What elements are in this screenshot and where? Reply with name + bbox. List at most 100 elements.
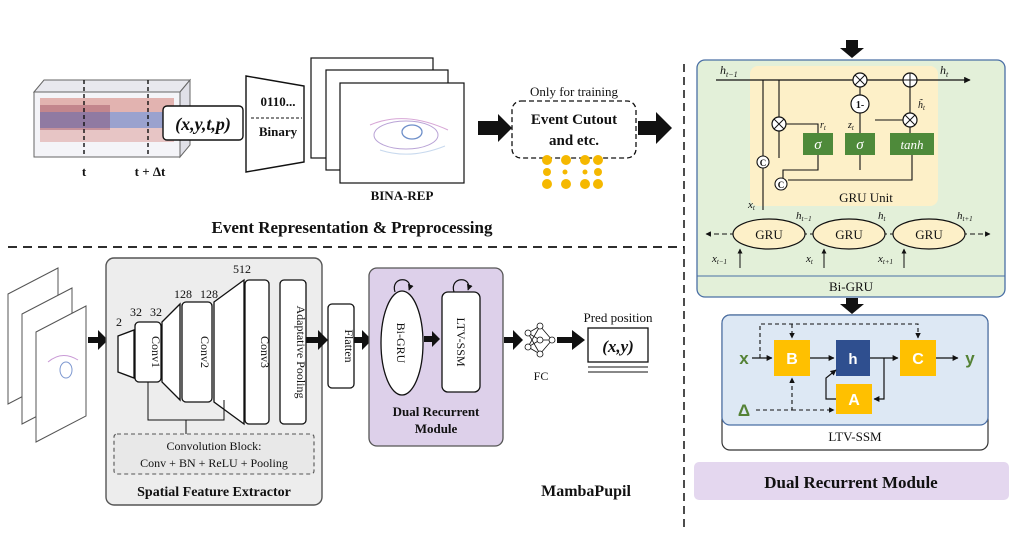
bigru-label: Bi-GRU	[394, 323, 408, 364]
gru-h-t: ht	[940, 63, 949, 79]
model-name: MambaPupil	[541, 483, 631, 500]
gru-h-tilde: h̃t	[918, 98, 926, 112]
sigma-gate-1	[803, 133, 833, 155]
bigru-h-1: ht−1	[796, 210, 812, 223]
cutout-box	[511, 100, 637, 159]
ssm-wiring	[752, 355, 959, 402]
gru-cell-2	[812, 218, 886, 250]
ltv-ssm-caption: LTV-SSM	[828, 429, 882, 444]
gru-unit-box	[750, 66, 938, 206]
concat-icon-2: C	[774, 177, 788, 191]
concat-icon-1: C	[756, 155, 770, 169]
cutout-line2: and etc.	[549, 133, 599, 149]
flatten-block	[327, 303, 355, 389]
cutout-line1: Event Cutout	[531, 112, 617, 128]
bigru-ellipse	[380, 290, 424, 396]
arrow-to-cutout	[478, 114, 512, 142]
conv-block-box	[113, 433, 315, 475]
gru-wiring	[762, 80, 913, 210]
arrow-gru-to-ssm	[840, 298, 864, 314]
bina-rep-label: BINA-REP	[371, 188, 434, 203]
gru-multiply-top-icon	[852, 72, 868, 88]
channel-512: 512	[233, 262, 251, 276]
ssm-dashed-wiring	[756, 323, 921, 413]
bigru-x-3: xt+1	[877, 253, 893, 266]
bigru-h-3: ht+1	[957, 210, 973, 223]
svg-text:C: C	[778, 180, 785, 190]
gru-multiply-update-icon	[902, 112, 918, 128]
arrow-to-dual	[354, 330, 372, 350]
flatten-label: Flatten	[342, 329, 356, 362]
ltv-ssm-label: LTV-SSM	[454, 317, 468, 366]
arrow-to-pred	[557, 330, 585, 350]
ssm-loop	[452, 279, 473, 293]
channel-2: 2	[116, 315, 122, 329]
xytp-label: (x,y,t,p)	[175, 114, 231, 135]
gru-r-t: rt	[820, 120, 827, 132]
only-training-label: Only for training	[530, 84, 619, 99]
ssm-h-block	[836, 340, 870, 376]
gru-add-icon	[902, 72, 918, 88]
conv1-block	[117, 329, 135, 379]
adaptive-pooling-label: Adaptative Pooling	[294, 306, 308, 399]
conv2-block	[161, 302, 181, 402]
arrow-to-extractor	[88, 330, 108, 350]
gru-cell-1	[732, 218, 806, 250]
t-label: t	[82, 164, 87, 179]
conv3-block	[213, 278, 245, 426]
pred-xy-box	[587, 327, 649, 363]
bina-rep-frames	[310, 57, 465, 184]
xytp-box	[162, 105, 244, 141]
gru-h-prev: ht−1	[720, 63, 738, 79]
ssm-B-label: B	[786, 351, 798, 368]
gru-cell-3-label: GRU	[915, 227, 943, 242]
conv-block-title: Convolution Block:	[166, 439, 261, 453]
gru-multiply-reset-icon	[771, 116, 787, 132]
ssm-y-label: y	[965, 349, 975, 368]
adaptive-pooling-block	[279, 279, 307, 425]
conv2-label: Conv2	[198, 336, 212, 368]
arrow-to-gru	[638, 112, 672, 144]
top-input-arrow	[840, 40, 864, 58]
conv1-label: Conv1	[149, 336, 163, 368]
ssm-C-label: C	[912, 351, 924, 368]
conv3-label: Conv3	[258, 336, 272, 368]
ltv-ssm-block	[441, 291, 481, 393]
bigru-x-2: xt	[805, 253, 814, 266]
tanh-label: tanh	[900, 137, 923, 152]
arrow-to-flatten	[306, 330, 328, 350]
gru-cell-1-label: GRU	[755, 227, 783, 242]
input-frames	[7, 267, 87, 443]
augmentation-dots	[542, 155, 603, 189]
ssm-h-label: h	[848, 351, 857, 368]
bigru-h-2: ht	[878, 210, 887, 223]
binary-encoder	[245, 75, 305, 173]
ssm-A-label: A	[848, 392, 860, 409]
bigru-x-1: xt−1	[711, 253, 727, 266]
conv-block-desc: Conv + BN + ReLU + Pooling	[140, 456, 288, 470]
t-plus-dt-label: t + Δt	[135, 164, 166, 179]
gru-unit-title: GRU Unit	[839, 190, 893, 205]
gru-cell-3	[892, 218, 966, 250]
gru-one-minus-label: 1-	[856, 100, 864, 111]
pred-xy-label: (x,y)	[602, 337, 634, 356]
arrow-to-fc	[504, 330, 523, 350]
event-section-title: Event Representation & Preprocessing	[212, 218, 493, 237]
gru-z-t: zt	[847, 120, 855, 132]
fc-label: FC	[534, 369, 549, 383]
tanh-gate	[890, 133, 934, 155]
gru-cell-2-label: GRU	[835, 227, 863, 242]
channel-32b: 32	[150, 305, 162, 319]
binary-label: Binary	[259, 124, 298, 139]
ssm-A-block	[836, 384, 872, 414]
ssm-delta-label: Δ	[738, 401, 750, 420]
ssm-B-block	[774, 340, 810, 376]
gru-x-t: xt	[747, 199, 756, 212]
event-volume	[32, 78, 192, 159]
dual-recurrent-right-box	[694, 462, 1009, 500]
arrow-bigru-to-ssm	[424, 331, 440, 347]
sigma-gate-2	[845, 133, 875, 155]
ssm-x-label: x	[739, 349, 749, 368]
sigma-2-label: σ	[856, 137, 864, 153]
